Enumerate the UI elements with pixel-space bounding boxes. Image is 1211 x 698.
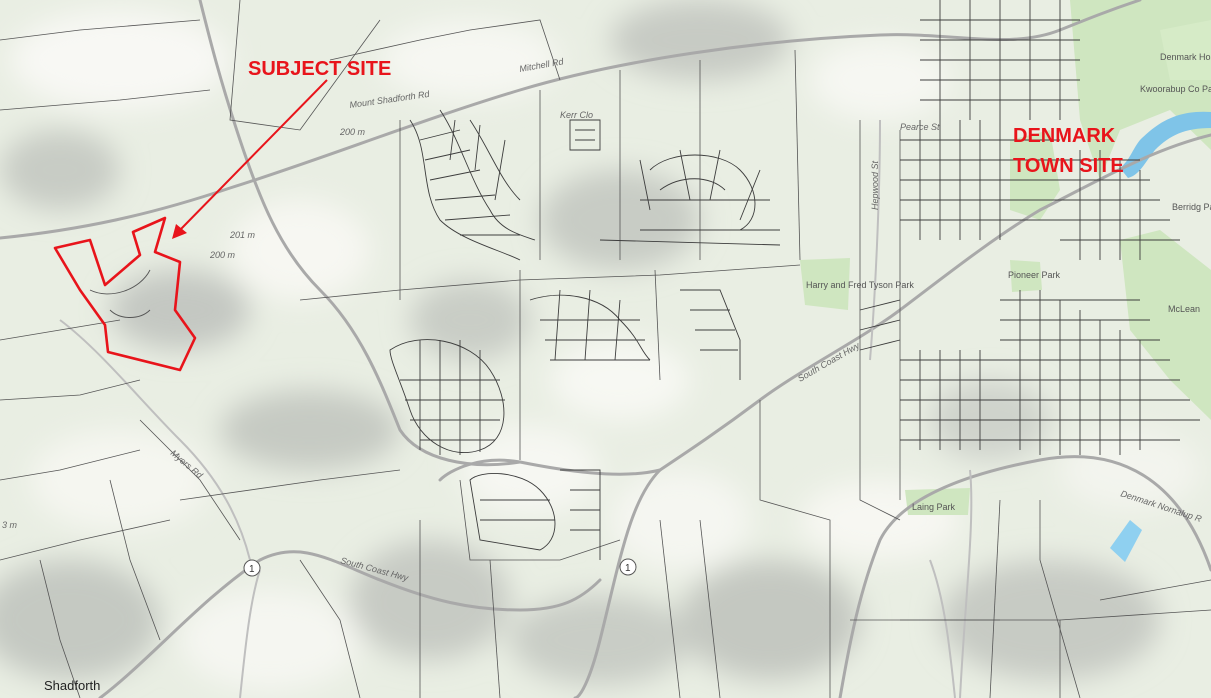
label-pearce-st: Pearce St [900, 122, 940, 132]
subject-site-arrow [172, 79, 328, 239]
label-elev-200: 200 m [339, 127, 366, 137]
minor-roads [59, 119, 973, 698]
label-elev-3: 3 m [2, 520, 18, 530]
label-shadforth: Shadforth [44, 678, 100, 693]
label-laing-park: Laing Park [912, 502, 956, 512]
parks [800, 0, 1211, 515]
label-harry-park: Harry and Fred Tyson Park [806, 280, 914, 290]
label-denmark-hospital: Denmark Hospital [1160, 52, 1211, 62]
label-elev-200b: 200 m [209, 250, 236, 260]
label-berridge: Berridg Park [1172, 202, 1211, 212]
label-hepwood-st: Hepwood St [870, 160, 880, 210]
highway-shield-1: 1 [243, 559, 261, 577]
terrain-shading [0, 0, 1200, 690]
water-features [1110, 111, 1211, 562]
svg-text:1: 1 [625, 563, 631, 574]
label-kerr-close: Kerr Clo [560, 110, 593, 120]
town-site-label-line2: TOWN SITE [1013, 155, 1124, 177]
subject-site-label: SUBJECT SITE [248, 58, 391, 80]
town-site-label-line1: DENMARK [1013, 125, 1116, 147]
label-pioneer-park: Pioneer Park [1008, 270, 1061, 280]
label-kwoorabup: Kwoorabup Co Park [1140, 84, 1211, 94]
svg-text:1: 1 [249, 564, 255, 575]
label-mclean: McLean [1168, 304, 1200, 314]
subject-site-boundary[interactable] [53, 216, 197, 372]
highway-shield-2: 1 [619, 558, 637, 576]
label-elev-201: 201 m [229, 230, 256, 240]
subject-site-internal-roads [89, 269, 151, 318]
subdivisions [389, 0, 1200, 560]
